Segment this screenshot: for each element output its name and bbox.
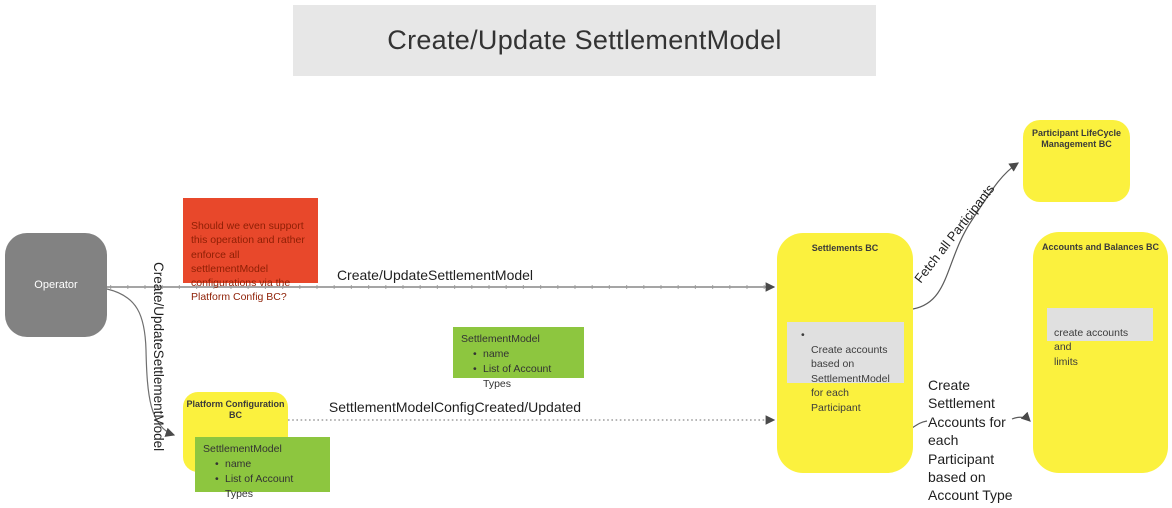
note-settlements-create-accounts[interactable]: Create accounts based on SettlementModel… <box>787 322 904 414</box>
node-accounts-and-balances-bc[interactable]: Accounts and Balances BC <box>1033 232 1168 473</box>
note-title: SettlementModel <box>203 443 282 455</box>
edge-create-settlement-accounts-line-left <box>911 420 928 429</box>
note-title: SettlementModel <box>461 333 540 345</box>
node-settlements-bc-title: Settlements BC <box>811 243 879 253</box>
edge-create-settlement-accounts-line-right <box>1011 411 1031 422</box>
note-settlementmodel-lower[interactable]: SettlementModel name List of Account Typ… <box>195 437 330 500</box>
note-accounts-create-accounts-limits-text: create accounts and limits <box>1054 326 1129 368</box>
note-question-text: Should we even support this operation an… <box>191 220 305 304</box>
node-platform-configuration-bc-title: Platform Configuration BC <box>186 399 285 420</box>
node-accounts-and-balances-bc-title: Accounts and Balances BC <box>1041 242 1160 252</box>
edge-label-create-settlement-accounts: Create Settlement Accounts for each Part… <box>928 377 1013 504</box>
node-participant-lifecycle-management-bc[interactable]: Participant LifeCycle Management BC <box>1023 120 1130 202</box>
note-bullet: List of Account Types <box>461 362 576 392</box>
edge-label-settlementmodel-config-created-updated: SettlementModelConfigCreated/Updated <box>328 399 582 415</box>
diagram-title: Create/Update SettlementModel <box>387 25 782 55</box>
node-participant-lifecycle-management-bc-title: Participant LifeCycle Management BC <box>1031 128 1122 149</box>
actor-operator[interactable]: Operator <box>5 233 107 337</box>
note-question[interactable]: Should we even support this operation an… <box>183 198 318 303</box>
edge-fetch-all-participants-line <box>912 162 1019 310</box>
note-settlementmodel-upper[interactable]: SettlementModel name List of Account Typ… <box>453 327 584 390</box>
diagram-title-banner[interactable]: Create/Update SettlementModel <box>293 5 876 76</box>
note-bullet: name <box>203 457 322 472</box>
edge-label-create-update-settlementmodel-vertical: Create/UpdateSettlementModel <box>151 262 166 452</box>
actor-operator-label: Operator <box>34 279 78 291</box>
note-settlements-create-accounts-text: Create accounts based on SettlementModel… <box>811 343 890 414</box>
edge-create-update-to-platform-config-line <box>106 288 176 437</box>
note-bullet: name <box>461 347 576 362</box>
edge-label-create-update-settlementmodel: Create/UpdateSettlementModel <box>336 267 534 283</box>
note-accounts-create-accounts-limits[interactable]: create accounts and limits <box>1047 308 1153 368</box>
note-bullet: List of Account Types <box>203 472 322 502</box>
